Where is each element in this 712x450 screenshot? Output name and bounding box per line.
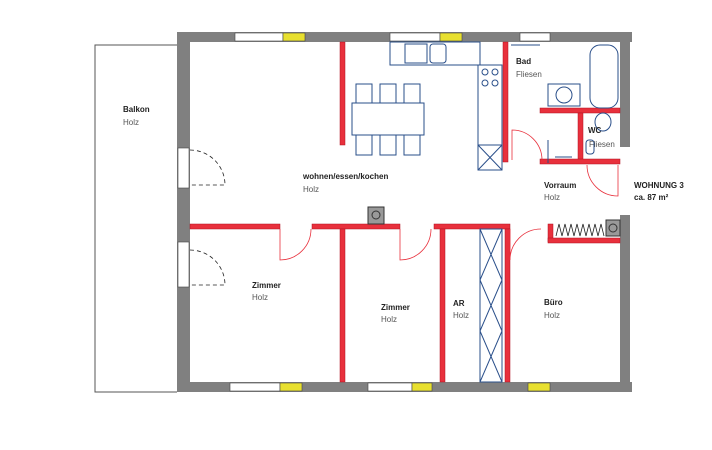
room-floor-zimmer-2: Holz bbox=[381, 315, 398, 324]
room-name-balkon: Balkon bbox=[123, 105, 150, 114]
room-floor-buero: Holz bbox=[544, 311, 561, 320]
chimneys bbox=[367, 206, 621, 237]
room-floor-wohnen: Holz bbox=[303, 185, 320, 194]
furniture bbox=[351, 41, 619, 171]
room-name-vorraum: Vorraum bbox=[544, 181, 577, 190]
balcony-doors bbox=[189, 149, 226, 286]
windows bbox=[177, 32, 551, 392]
room-name-wohnen: wohnen/essen/kochen bbox=[303, 172, 389, 181]
inner-walls bbox=[189, 41, 621, 383]
room-floor-balkon: Holz bbox=[123, 118, 140, 127]
room-name-ar: AR bbox=[453, 299, 465, 308]
room-floor-bad: Fliesen bbox=[516, 70, 542, 79]
room-floor-wc: Fliesen bbox=[589, 140, 615, 149]
unit-area: ca. 87 m² bbox=[634, 193, 669, 202]
room-floor-ar: Holz bbox=[453, 311, 470, 320]
shelf bbox=[479, 228, 503, 383]
room-floor-vorraum: Holz bbox=[544, 193, 561, 202]
room-name-buero: Büro bbox=[544, 298, 563, 307]
balcony-outline bbox=[94, 44, 177, 393]
room-name-zimmer-1: Zimmer bbox=[252, 281, 281, 290]
room-floor-zimmer-1: Holz bbox=[252, 293, 269, 302]
doors bbox=[279, 129, 619, 261]
room-name-wc: WC bbox=[588, 126, 602, 135]
unit-name: WOHNUNG 3 bbox=[634, 181, 684, 190]
room-name-zimmer-2: Zimmer bbox=[381, 303, 410, 312]
room-name-bad: Bad bbox=[516, 57, 532, 66]
